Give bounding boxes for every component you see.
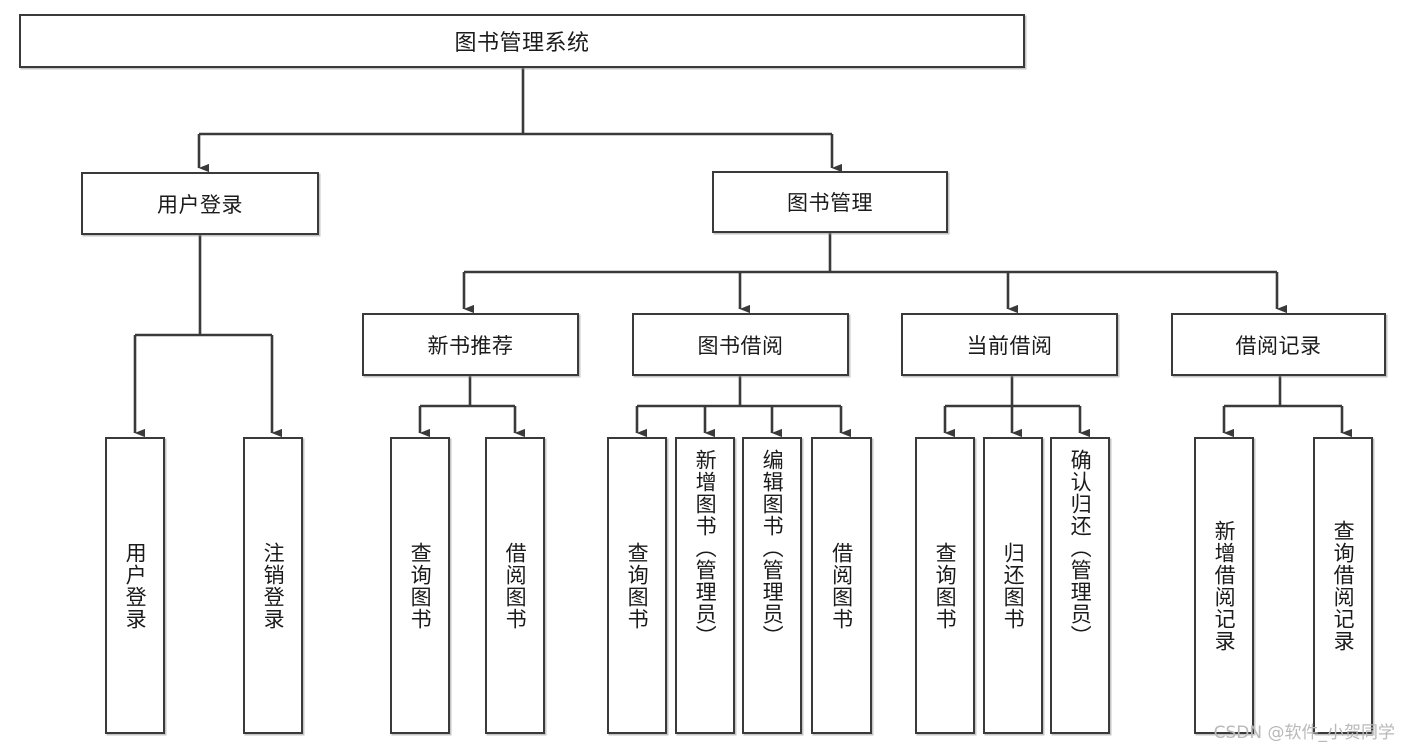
leaf-add-borrow-record[interactable]: 新增借阅记录 — [1194, 437, 1254, 734]
leaf-user-logout[interactable]: 注销登录 — [243, 437, 303, 734]
node-label: 确认归还（管理员） — [1068, 449, 1093, 647]
node-book-borrow[interactable]: 图书借阅 — [632, 313, 849, 376]
node-label: 注销登录 — [261, 541, 286, 630]
node-label: 用户登录 — [123, 541, 148, 630]
node-label: 借阅图书 — [503, 541, 528, 630]
leaf-query-book-current[interactable]: 查询图书 — [915, 437, 975, 734]
node-user-login[interactable]: 用户登录 — [81, 172, 319, 235]
leaf-edit-book-admin[interactable]: 编辑图书（管理员） — [742, 437, 802, 734]
node-label: 编辑图书（管理员） — [760, 449, 785, 647]
node-label: 图书管理 — [787, 191, 873, 215]
leaf-add-book-admin[interactable]: 新增图书（管理员） — [675, 437, 735, 734]
node-label: 用户登录 — [157, 192, 243, 217]
node-current-borrow[interactable]: 当前借阅 — [901, 313, 1118, 376]
node-borrow-record[interactable]: 借阅记录 — [1171, 313, 1386, 376]
node-label: 新书推荐 — [427, 333, 514, 358]
node-label: 借阅图书 — [829, 541, 854, 630]
node-label: 查询图书 — [625, 541, 650, 630]
node-label: 当前借阅 — [966, 333, 1053, 358]
leaf-confirm-return-admin[interactable]: 确认归还（管理员） — [1050, 437, 1110, 734]
leaf-query-book[interactable]: 查询图书 — [607, 437, 667, 734]
node-label: 图书管理系统 — [454, 31, 590, 56]
leaf-query-borrow-record[interactable]: 查询借阅记录 — [1313, 437, 1373, 734]
node-label: 新增借阅记录 — [1212, 519, 1237, 652]
leaf-user-login[interactable]: 用户登录 — [105, 437, 165, 734]
leaf-borrow-book[interactable]: 借阅图书 — [811, 437, 872, 734]
node-label: 查询图书 — [933, 541, 958, 630]
leaf-borrow-book-recommend[interactable]: 借阅图书 — [485, 437, 545, 734]
node-label: 图书借阅 — [697, 333, 784, 358]
node-book-manage[interactable]: 图书管理 — [712, 171, 948, 233]
node-root-system[interactable]: 图书管理系统 — [19, 14, 1025, 68]
node-label: 借阅记录 — [1235, 333, 1322, 358]
node-label: 归还图书 — [1001, 541, 1026, 630]
node-label: 查询借阅记录 — [1331, 519, 1356, 652]
node-new-book-recommend[interactable]: 新书推荐 — [362, 313, 579, 376]
leaf-query-book-recommend[interactable]: 查询图书 — [390, 437, 450, 734]
node-label: 新增图书（管理员） — [693, 449, 718, 647]
node-label: 查询图书 — [408, 541, 433, 630]
leaf-return-book[interactable]: 归还图书 — [983, 437, 1043, 734]
